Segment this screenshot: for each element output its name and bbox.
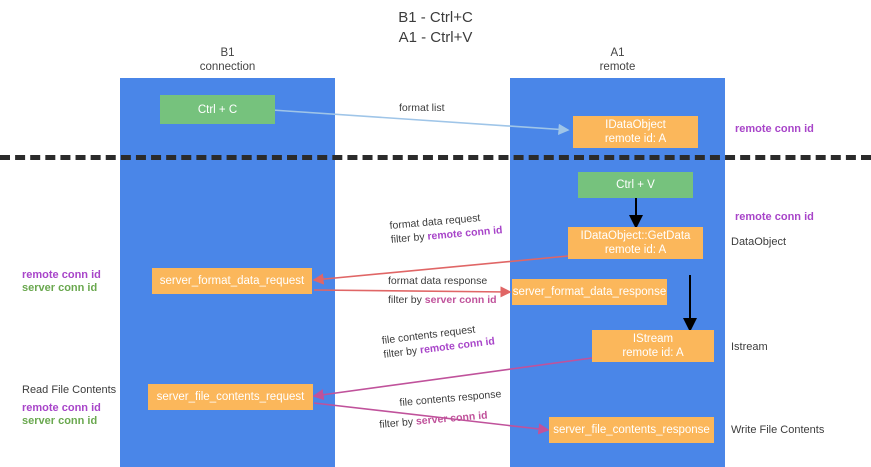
filter-prefix-3: filter by [382,344,421,361]
box-server-format-data-response[interactable]: server_format_data_response [512,279,667,305]
arrow-label-format-data-response: format data response filter by server co… [388,274,497,307]
filter-key-server-conn-id-2: server conn id [415,409,489,428]
lane-header-b1: B1 connection [120,47,335,74]
right-label-istream: Istream [731,341,768,353]
lane-header-b1-name: B1 [220,47,235,59]
box-server-file-contents-request[interactable]: server_file_contents_request [148,384,313,410]
right-label-remote-conn-id-mid: remote conn id [735,211,814,223]
right-label-write-file-contents: Write File Contents [731,424,825,436]
filter-prefix-1: filter by [390,230,428,246]
left-label-server-conn-id-2: server conn id [22,415,98,427]
arrow-label-file-contents-request: file contents request filter by remote c… [381,320,496,361]
lane-header-b1-sub: connection [199,60,256,73]
box-server-file-contents-response-label: server_file_contents_response [553,424,710,436]
title-line-1: B1 - Ctrl+C [398,9,473,26]
title-line-2: A1 - Ctrl+V [398,29,473,46]
box-getdata-line-2: remote id: A [604,244,667,256]
box-server-format-data-request[interactable]: server_format_data_request [152,268,312,294]
filter-prefix-2: filter by [388,294,425,306]
arrow-label-format-data-response-filter: filter by server conn id [388,293,497,307]
filter-prefix-4: filter by [378,415,417,431]
page-title: B1 - Ctrl+C A1 - Ctrl+V [0,8,871,48]
right-label-dataobject: DataObject [731,236,787,248]
lane-header-a1-name: A1 [610,47,625,59]
box-ctrl-c-label: Ctrl + C [197,103,238,116]
arrow-label-format-data-request: format data request filter by remote con… [389,209,503,247]
arrow-label-file-contents-response: file contents response filter by server … [377,387,504,432]
box-server-format-data-response-label: server_format_data_response [512,286,667,298]
left-label-read-file-contents: Read File Contents [22,384,117,396]
filter-key-server-conn-id-1: server conn id [424,294,497,306]
box-istream-line-1: IStream [632,333,674,345]
arrow-label-format-list: format list [399,102,445,114]
box-idataobject-getdata[interactable]: IDataObject::GetData remote id: A [568,227,703,259]
arrow-label-file-contents-response-main: file contents response [399,388,502,410]
box-server-file-contents-response[interactable]: server_file_contents_response [549,417,714,443]
left-label-remote-conn-id-2: remote conn id [22,402,101,414]
left-label-server-conn-id: server conn id [22,282,98,294]
box-getdata-line-1: IDataObject::GetData [580,230,691,242]
lane-header-a1-sub: remote [599,60,636,73]
box-server-format-data-request-label: server_format_data_request [159,275,305,287]
right-label-remote-conn-id-top: remote conn id [735,123,814,135]
box-ctrl-c[interactable]: Ctrl + C [160,95,275,124]
section-divider [0,155,871,160]
box-server-file-contents-request-label: server_file_contents_request [156,391,305,403]
lane-header-a1: A1 remote [510,47,725,74]
box-idataobject-line-1: IDataObject [605,119,666,131]
arrow-label-file-contents-response-filter: filter by server conn id [379,407,504,432]
box-ctrl-v-label: Ctrl + V [616,179,655,191]
box-istream[interactable]: IStream remote id: A [592,330,714,362]
box-istream-line-2: remote id: A [622,347,684,359]
box-idataobject[interactable]: IDataObject remote id: A [573,116,698,148]
box-idataobject-line-2: remote id: A [604,133,667,145]
box-ctrl-v[interactable]: Ctrl + V [578,172,693,198]
arrow-label-format-data-response-main: format data response [388,275,488,287]
left-label-remote-conn-id: remote conn id [22,269,101,281]
